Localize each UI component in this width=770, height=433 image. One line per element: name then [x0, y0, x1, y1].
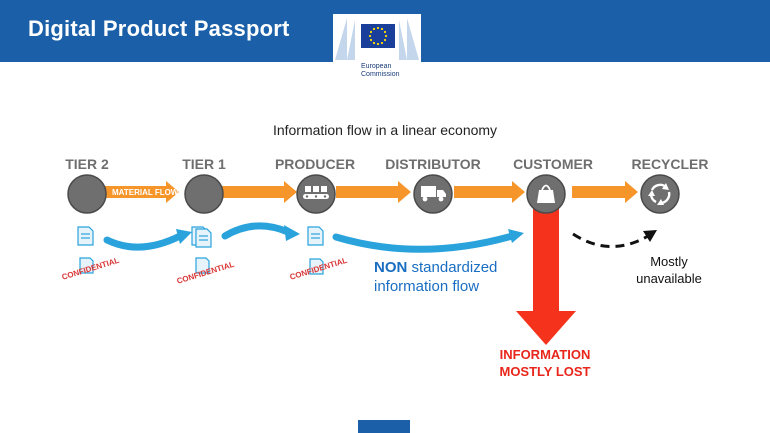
info-flow-arrow-3	[332, 232, 516, 253]
tier-label-producer: PRODUCER	[274, 156, 356, 172]
page-title: Digital Product Passport	[28, 16, 290, 41]
information-lost-arrow	[516, 205, 576, 345]
tier-label-distributor: DISTRIBUTOR	[385, 156, 481, 172]
european-commission-logo	[333, 14, 421, 62]
footer-bar	[358, 420, 410, 433]
conveyor-icon	[303, 186, 329, 199]
material-flow-label: MATERIAL FLOW	[112, 188, 179, 197]
document-icon-tier1	[191, 226, 212, 274]
tier-label-tier2: TIER 2	[65, 156, 109, 172]
diagram-title: Information flow in a linear economy	[272, 122, 498, 138]
unavailable-flow-arrow	[572, 232, 649, 248]
truck-icon	[421, 186, 446, 202]
material-flow-arrow-2	[222, 181, 297, 203]
document-icons	[77, 226, 324, 275]
non-standardized-flow-text: NON standardized information flow	[374, 259, 498, 295]
material-flow-arrow-1	[105, 181, 179, 203]
tier-label-customer: CUSTOMER	[513, 156, 593, 172]
material-flow-arrow-5	[572, 181, 638, 203]
info-flow-arrow-2	[221, 222, 292, 240]
document-icon-tier2	[77, 226, 94, 274]
tier-label-recycler: RECYCLER	[631, 156, 709, 172]
tier-label-tier1: TIER 1	[182, 156, 226, 172]
node-tier2	[67, 174, 107, 214]
material-flow-arrow-4	[454, 181, 525, 203]
shopping-bag-icon	[537, 184, 555, 203]
node-tier1	[184, 174, 224, 214]
node-recycler	[640, 174, 680, 214]
material-flow-arrow-3	[336, 181, 411, 203]
document-icon-producer	[307, 226, 324, 275]
info-flow-arrow-1	[103, 232, 184, 251]
